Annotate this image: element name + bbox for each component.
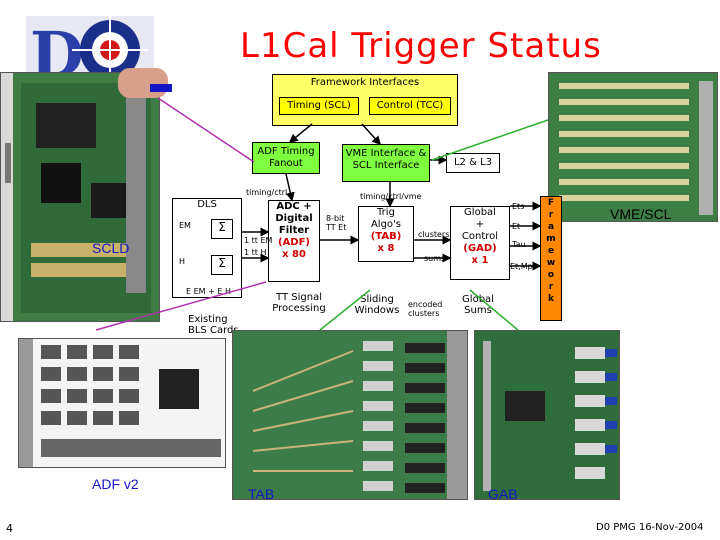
gab-board-photo (474, 330, 620, 500)
global-line2: + (475, 219, 485, 230)
vme-crate-photo (548, 72, 718, 222)
adc-red2: x 80 (282, 249, 306, 260)
adf-timing-fanout-box: ADF Timing Fanout (252, 142, 320, 174)
global-line1: Global (464, 207, 496, 218)
trig-red2: x 8 (377, 243, 395, 254)
ann-timing-ctrl-vme: timing/ctrl/vme (360, 192, 422, 201)
frame-letter: r (548, 282, 554, 292)
blue-marker (150, 84, 172, 92)
adf-label: ADF v2 (92, 476, 139, 492)
framework-interfaces: Framework Interfaces Timing (SCL) Contro… (272, 74, 458, 126)
frame-letter: m (546, 234, 556, 244)
vme-scl-label: VME/SCL (610, 206, 672, 222)
dls-sum-h: Σ (211, 255, 233, 275)
dls-title: DLS (197, 199, 217, 210)
frame-letter: o (547, 270, 555, 280)
ann-et: Et (512, 222, 521, 231)
l2l3-box: L2 & L3 (446, 153, 500, 173)
sliding-windows-label: Sliding Windows (354, 294, 400, 316)
scld-board-photo (0, 72, 160, 322)
frame-letter: r (548, 210, 554, 220)
footer-note: D0 PMG 16-Nov-2004 (596, 522, 704, 533)
adc-line2: Digital Filter (275, 213, 313, 236)
tt-signal-label: TT Signal Processing (272, 292, 326, 314)
dls-em: EM (179, 221, 191, 230)
timing-scl-box: Timing (SCL) (279, 97, 359, 115)
trig-algos-box: Trig Algo's (TAB) x 8 (358, 206, 414, 262)
vme-interface-box: VME Interface & SCL Interface (342, 144, 430, 182)
global-red2: x 1 (471, 255, 489, 266)
adc-red1: (ADF) (277, 237, 310, 248)
ann-tt-em: 1 tt EM (244, 236, 273, 245)
frame-letter: a (547, 222, 555, 232)
scld-label: SCLD (92, 240, 130, 256)
global-red1: (GAD) (463, 243, 497, 254)
framework-title: Framework Interfaces (310, 77, 420, 88)
trig-line1: Trig (377, 207, 395, 218)
scld-hand (118, 68, 168, 98)
d0-logo: D (8, 8, 158, 91)
trig-red1: (TAB) (370, 231, 402, 242)
global-sums-label: Global Sums (462, 294, 494, 316)
global-line3: Control (461, 231, 499, 242)
trig-line2: Algo's (370, 219, 402, 230)
ann-tau: Tau (512, 240, 526, 249)
ann-etmpt: Et,Mpt (510, 262, 536, 271)
ann-clusters: clusters (418, 230, 450, 239)
frame-letter: w (546, 258, 556, 268)
adc-line1: ADC + (276, 201, 312, 212)
ann-ets: Ets (512, 202, 525, 211)
frame-letter: e (547, 246, 555, 256)
page-title: L1Cal Trigger Status (240, 26, 602, 66)
ann-sums: sums (424, 254, 446, 263)
dls-sum-em: Σ (211, 219, 233, 239)
ann-eight-bit: 8-bit TT Et (326, 214, 347, 232)
tab-label: TAB (248, 486, 275, 502)
gab-label: GAB (488, 486, 518, 502)
dls-h: H (179, 257, 186, 266)
ann-timing-ctrl: timing/ctrl (246, 188, 288, 197)
adc-digital-filter-box: ADC + Digital Filter (ADF) x 80 (268, 200, 320, 282)
frame-letter: F (547, 198, 555, 208)
ann-tt-h: 1 tt H (244, 248, 267, 257)
dls-footer: E EM + E H (186, 287, 231, 296)
framework-vertical-box: F r a m e w o r k (540, 196, 562, 321)
tab-board-photo (232, 330, 468, 500)
ann-encoded: encoded clusters (408, 300, 443, 318)
global-control-box: Global + Control (GAD) x 1 (450, 206, 510, 280)
page-number: 4 (6, 522, 13, 535)
frame-letter: k (548, 294, 554, 304)
dls-box: DLS EM Σ H Σ (172, 198, 242, 298)
control-tcc-box: Control (TCC) (369, 97, 451, 115)
adf-board-photo (18, 338, 226, 468)
